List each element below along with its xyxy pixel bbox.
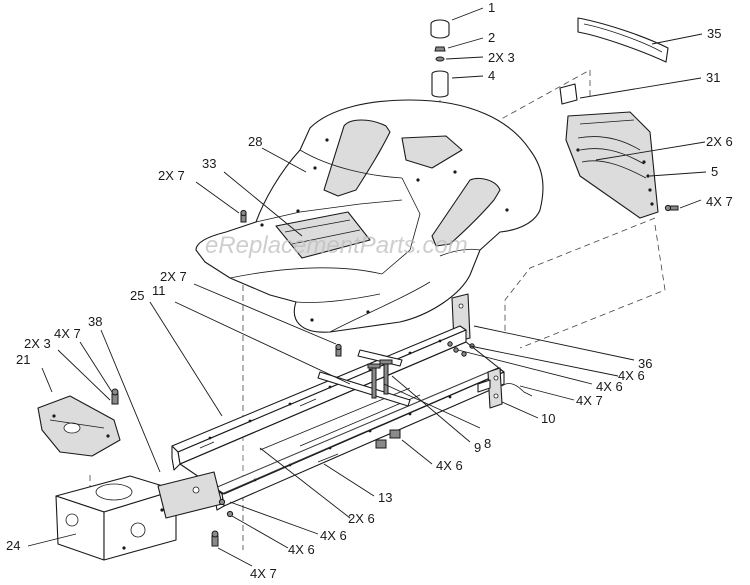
part-3-washer[interactable] xyxy=(435,56,445,62)
callout-25: 25 xyxy=(130,288,144,303)
part-4x7-screw-right[interactable] xyxy=(664,204,679,212)
leader-lines xyxy=(27,7,707,567)
callout-2x7-mid: 2X 7 xyxy=(160,269,187,284)
callout-33: 33 xyxy=(202,156,216,171)
part-4x6-nuts-center[interactable] xyxy=(375,429,401,449)
part-38-screw[interactable] xyxy=(111,388,119,405)
callout-4x6-b1: 4X 6 xyxy=(320,528,347,543)
callout-2x7-left: 2X 7 xyxy=(158,168,185,183)
part-2x6-strap-plate[interactable] xyxy=(157,471,223,519)
callout-11: 11 xyxy=(152,283,166,298)
callout-4: 4 xyxy=(488,68,495,83)
callout-1: 1 xyxy=(488,0,495,15)
part-31-decal[interactable] xyxy=(559,83,578,105)
part-4x6-nuts-bottom[interactable] xyxy=(218,498,234,518)
callout-28: 28 xyxy=(248,134,262,149)
callout-labels: 1 2 2X 3 4 35 31 2X 6 5 4X 7 28 33 2X 7 … xyxy=(6,0,733,581)
callout-4x7-left: 4X 7 xyxy=(54,326,81,341)
part-2x7-screw-mid[interactable] xyxy=(335,343,342,357)
part-2x7-screw-left[interactable] xyxy=(240,209,247,223)
part-1-cap[interactable] xyxy=(430,19,450,39)
callout-9: 9 xyxy=(474,440,481,455)
callout-8: 8 xyxy=(484,436,491,451)
callout-2x6-bottom: 2X 6 xyxy=(348,511,375,526)
callout-4x6-b2: 4X 6 xyxy=(288,542,315,557)
callout-2x3-left: 2X 3 xyxy=(24,336,51,351)
callout-4x6-r1: 4X 6 xyxy=(618,368,645,383)
callout-10: 10 xyxy=(541,411,555,426)
callout-5: 5 xyxy=(711,164,718,179)
callout-31: 31 xyxy=(706,70,720,85)
callout-2: 2 xyxy=(488,30,495,45)
part-24-base-bracket[interactable] xyxy=(55,475,177,561)
part-35-bar[interactable] xyxy=(577,17,669,63)
callout-21: 21 xyxy=(16,352,30,367)
callout-24: 24 xyxy=(6,538,20,553)
callout-35: 35 xyxy=(707,26,721,41)
callout-4x7-r3: 4X 7 xyxy=(576,393,603,408)
part-5-seat-bracket[interactable] xyxy=(565,111,659,219)
callout-13: 13 xyxy=(378,490,392,505)
callout-2x3-top: 2X 3 xyxy=(488,50,515,65)
part-4x7-screw-bottom[interactable] xyxy=(211,530,219,547)
callout-4x6-center: 4X 6 xyxy=(436,458,463,473)
callout-4x7-bottom: 4X 7 xyxy=(250,566,277,581)
callout-38: 38 xyxy=(88,314,102,329)
callout-36: 36 xyxy=(638,356,652,371)
part-21-side-cover[interactable] xyxy=(37,395,121,457)
part-33-floor-pad[interactable] xyxy=(275,211,371,259)
callout-4x6-r2: 4X 6 xyxy=(596,379,623,394)
callout-2x6-right: 2X 6 xyxy=(706,134,733,149)
part-2-nut[interactable] xyxy=(434,46,446,52)
part-9-bolt[interactable] xyxy=(367,363,381,399)
watermark-text: eReplacementParts.com xyxy=(205,232,468,259)
part-4-spacer[interactable] xyxy=(431,70,449,98)
callout-4x7-right: 4X 7 xyxy=(706,194,733,209)
part-28-fender[interactable] xyxy=(195,99,544,333)
part-10-bracket[interactable] xyxy=(477,367,533,409)
